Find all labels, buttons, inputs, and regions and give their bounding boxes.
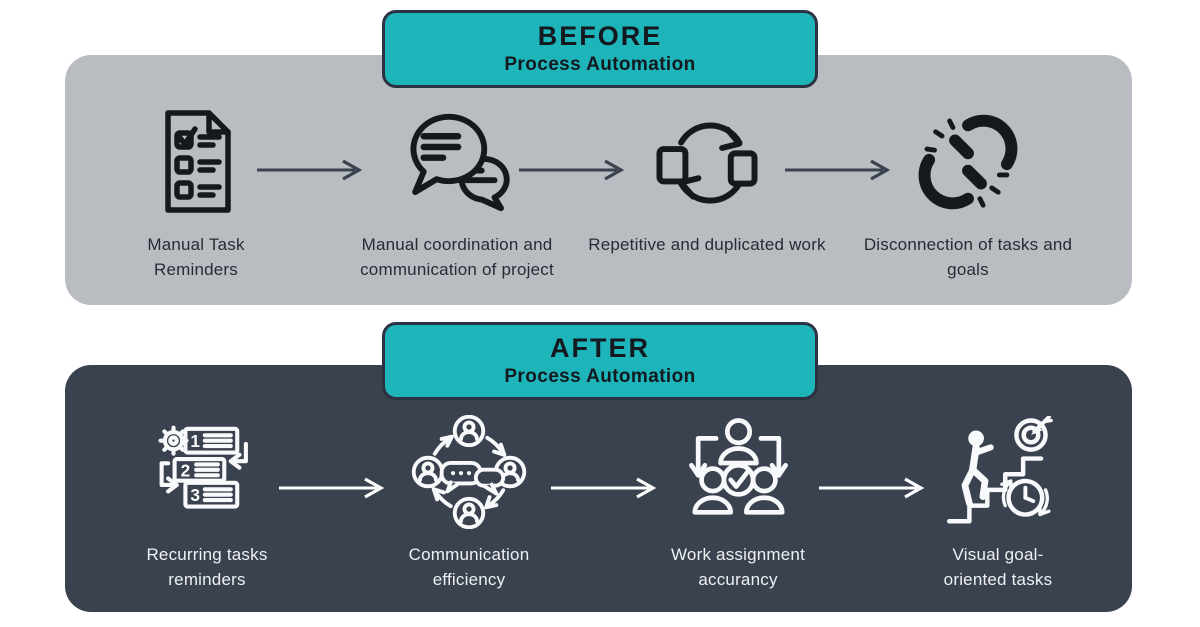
after-title: AFTER [550, 332, 650, 363]
after-header-badge: AFTER Process Automation [382, 322, 818, 400]
flow-arrow-icon [785, 159, 891, 181]
flow-arrow-icon [279, 477, 385, 499]
step-number: 2 [181, 460, 191, 480]
after-item-label: Communication efficiency [408, 545, 530, 589]
before-item-label: Manual coordination and communication of… [360, 235, 554, 279]
goal-stairs-icon [941, 411, 1056, 533]
before-subtitle: Process Automation [504, 54, 696, 76]
flow-arrow-icon [257, 159, 363, 181]
work-assignment-icon [681, 411, 796, 533]
before-item-label: Manual Task Reminders [147, 235, 245, 279]
recurring-tasks-icon: 1 2 3 [151, 411, 263, 533]
after-item-label: Visual goal-oriented tasks [943, 545, 1053, 589]
step-number: 1 [190, 431, 200, 451]
broken-chain-icon [912, 101, 1024, 223]
before-item-manual-task-reminders: Manual Task Reminders [96, 101, 296, 282]
before-panel: Manual Task Reminders Manual coordinatio… [65, 55, 1132, 305]
after-item-label: Recurring tasks reminders [146, 545, 268, 589]
checklist-document-icon [146, 101, 246, 223]
flow-arrow-icon [819, 477, 925, 499]
before-title: BEFORE [537, 20, 663, 51]
sync-arrows-icon [651, 101, 763, 223]
after-item-label: Work assignment accurancy [670, 545, 805, 589]
before-item-label: Repetitive and duplicated work [588, 235, 826, 254]
before-item-repetitive-work: Repetitive and duplicated work [577, 101, 837, 258]
chat-bubbles-icon [398, 101, 516, 223]
after-item-goal-oriented: Visual goal-oriented tasks [893, 411, 1103, 592]
after-item-communication-efficiency: Communication efficiency [359, 411, 579, 592]
before-item-disconnection: Disconnection of tasks and goals [853, 101, 1083, 282]
after-panel: 1 2 3 Recurring tasks reminders [65, 365, 1132, 612]
flow-arrow-icon [551, 477, 657, 499]
after-item-recurring-tasks: 1 2 3 Recurring tasks reminders [102, 411, 312, 592]
communication-network-icon [410, 411, 528, 533]
flow-arrow-icon [519, 159, 625, 181]
before-header-badge: BEFORE Process Automation [382, 10, 818, 88]
after-item-work-assignment: Work assignment accurancy [623, 411, 853, 592]
before-item-manual-coordination: Manual coordination and communication of… [317, 101, 597, 282]
step-number: 3 [190, 485, 200, 505]
after-subtitle: Process Automation [504, 366, 696, 388]
before-item-label: Disconnection of tasks and goals [863, 235, 1073, 279]
